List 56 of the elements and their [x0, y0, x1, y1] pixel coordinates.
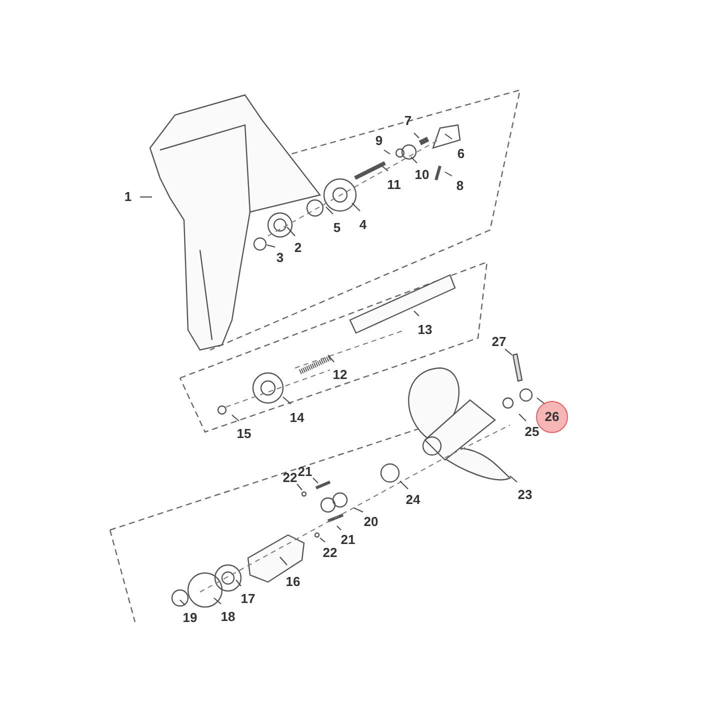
callout-number: 9 — [375, 134, 383, 148]
callout-number: 13 — [418, 323, 432, 337]
leader-line — [336, 526, 342, 530]
callout-number: 1 — [124, 190, 132, 204]
callout-number: 6 — [457, 147, 465, 161]
callout-number: 12 — [332, 368, 348, 382]
callout-number: 21 — [298, 465, 312, 479]
callout-number: 5 — [333, 221, 341, 235]
leader-line — [232, 414, 240, 422]
leader-line — [510, 476, 518, 482]
callout-number: 19 — [182, 611, 198, 625]
leader-line — [536, 398, 546, 404]
leader-line — [266, 244, 276, 248]
leader-line — [410, 156, 418, 164]
callout-number: 16 — [286, 575, 300, 589]
callout-number: 21 — [340, 533, 356, 547]
callout-number: 23 — [518, 488, 532, 502]
callout-number: 27 — [492, 335, 506, 349]
leader-line — [214, 598, 222, 604]
callout-number: 22 — [282, 471, 298, 485]
callout-number: 3 — [276, 251, 284, 265]
leader-line — [518, 414, 526, 422]
leader-line — [400, 480, 408, 490]
callout-number: 2 — [294, 241, 302, 255]
callout-number: 4 — [359, 218, 367, 232]
leader-line — [320, 538, 326, 542]
callout-number: 22 — [322, 546, 338, 560]
callout-number: 10 — [414, 168, 430, 182]
leader-line — [354, 508, 364, 512]
leader-line — [180, 600, 186, 606]
leader-line — [140, 196, 152, 198]
leader-line — [328, 354, 334, 362]
leader-line — [236, 580, 242, 586]
leader-line — [414, 310, 420, 316]
leader-line — [414, 132, 420, 138]
leader-line — [296, 484, 302, 490]
leader-line — [286, 226, 296, 236]
leader-line — [282, 396, 292, 404]
callout-number: 14 — [290, 411, 304, 425]
leader-line — [384, 150, 390, 154]
callout-number: 7 — [404, 114, 412, 128]
leader-line — [444, 134, 452, 140]
callout-number: 8 — [456, 179, 464, 193]
callout-number: 18 — [220, 610, 236, 624]
leader-line — [382, 166, 388, 172]
leader-line — [280, 556, 288, 566]
leader-line — [326, 206, 334, 214]
leader-line — [504, 348, 512, 356]
callout-number: 11 — [387, 178, 401, 192]
callout-number: 15 — [236, 427, 252, 441]
leader-line — [352, 202, 360, 212]
callout-number: 20 — [364, 515, 378, 529]
callout-number: 24 — [406, 493, 420, 507]
leader-line — [444, 172, 452, 176]
callout-number: 17 — [240, 592, 256, 606]
leader-line — [312, 478, 318, 484]
